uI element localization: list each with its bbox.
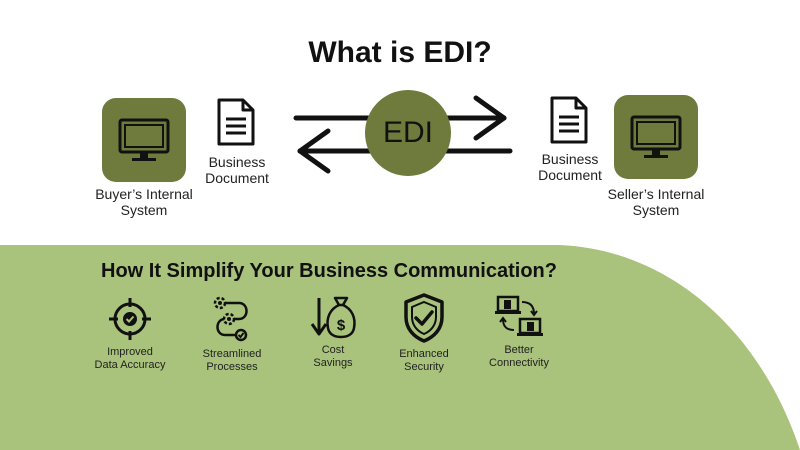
right-document-line1: Business [541, 151, 599, 167]
buyer-system-box [102, 98, 186, 182]
benefit-data-accuracy: Improved Data Accuracy [80, 296, 180, 372]
workflow-gears-icon [213, 296, 248, 342]
benefit-label: Enhanced Security [399, 348, 449, 373]
seller-system-line2: System [632, 202, 680, 218]
buyer-system-line1: Buyer’s Internal [95, 186, 193, 202]
benefit-label: Better Connectivity [489, 344, 549, 369]
edi-circle: EDI [365, 90, 451, 176]
right-document-line2: Document [538, 167, 602, 183]
benefit-label: Streamlined Processes [202, 348, 262, 373]
left-document-line2: Document [205, 170, 269, 186]
shield-check-icon [404, 293, 444, 343]
money-bag-down-icon: $ [310, 296, 356, 339]
benefit-enhanced-security: Enhanced Security [374, 292, 474, 374]
left-document-caption: Business Document [196, 154, 278, 186]
section-subtitle: How It Simplify Your Business Communicat… [101, 260, 557, 282]
monitor-icon [118, 118, 170, 161]
benefit-label: Cost Savings [313, 344, 353, 369]
page-title: What is EDI? [308, 36, 492, 69]
benefit-better-connectivity: Better Connectivity [469, 294, 569, 370]
right-document-caption: Business Document [529, 151, 611, 183]
edi-label: EDI [382, 116, 433, 149]
seller-system-line1: Seller’s Internal [607, 186, 705, 202]
benefit-label: Improved Data Accuracy [94, 346, 166, 371]
document-icon [217, 98, 255, 146]
benefit-streamlined-processes: Streamlined Processes [182, 294, 282, 374]
seller-system-box [614, 95, 698, 179]
seller-system-caption: Seller’s Internal System [592, 186, 720, 218]
buyer-system-line2: System [120, 202, 168, 218]
target-check-icon [109, 298, 151, 340]
monitor-icon [630, 115, 682, 158]
svg-text:$: $ [337, 317, 346, 334]
buyer-system-caption: Buyer’s Internal System [80, 186, 208, 218]
document-icon [550, 96, 588, 144]
left-document-line1: Business [208, 154, 266, 170]
benefit-cost-savings: $ Cost Savings [283, 294, 383, 370]
laptops-exchange-icon [495, 295, 543, 336]
